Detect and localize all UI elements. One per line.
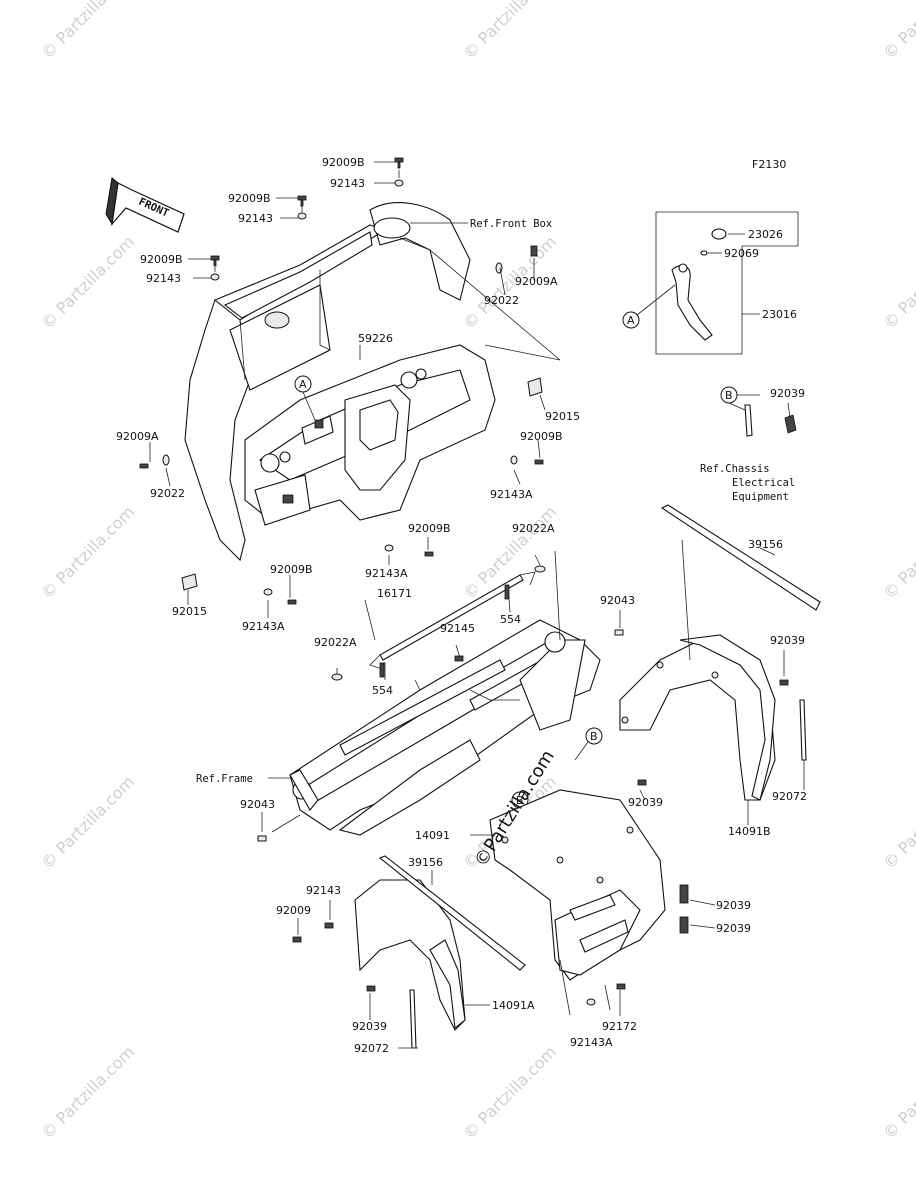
part-label: 92072 — [354, 1042, 389, 1055]
callout-a-detail-marker — [622, 311, 640, 329]
part-label: 92009 — [276, 904, 311, 917]
pipe-16171 — [261, 554, 624, 832]
part-label: 92143 — [330, 177, 365, 190]
figure-code: F2130 — [752, 158, 786, 171]
part-label: 92009A — [515, 275, 558, 288]
callout-b-guard-marker — [585, 727, 603, 745]
part-label: 59226 — [358, 332, 393, 345]
part-label: 92143A — [570, 1036, 613, 1049]
part-label: 92009A — [116, 430, 159, 443]
ref-chassis-equipment: Equipment — [732, 491, 789, 503]
watermark: © Partzilla.com — [879, 772, 916, 873]
part-label: 92009B — [270, 563, 313, 576]
part-label: 92009B — [322, 156, 365, 169]
watermark: © Partzilla.com — [37, 232, 138, 333]
part-label: 554 — [500, 613, 521, 626]
part-label: 92143A — [242, 620, 285, 633]
part-label: 16171 — [377, 587, 412, 600]
callout-b-label: B — [725, 389, 733, 402]
frame-drawing — [257, 550, 601, 842]
part-label: 554 — [372, 684, 393, 697]
callout-a-label: A — [299, 378, 307, 391]
watermark: © Partzilla.com — [459, 0, 560, 63]
callout-b-guard-label: B — [590, 730, 598, 743]
watermark: © Partzilla.com — [879, 1042, 916, 1143]
watermark: © Partzilla.com — [37, 1042, 138, 1143]
part-label: 92022A — [314, 636, 357, 649]
leader-lines-upper — [149, 161, 546, 618]
ref-chassis: Ref.Chassis — [700, 463, 770, 475]
watermark: © Partzilla.com — [879, 502, 916, 603]
part-label: 92009B — [228, 192, 271, 205]
part-label: 92145 — [440, 622, 475, 635]
part-label: 92009B — [140, 253, 183, 266]
detail-b — [720, 386, 797, 437]
part-label: 92015 — [172, 605, 207, 618]
ref-front-box: Ref.Front Box — [470, 218, 552, 230]
watermark: © Partzilla.com — [37, 772, 138, 873]
part-labels: 92009B 92143 92009B 92143 92009B 92143 9… — [116, 156, 807, 1055]
part-label: 92143 — [146, 272, 181, 285]
callout-b-frame-label: B — [516, 794, 524, 807]
part-label: 92143 — [306, 884, 341, 897]
skid-14091 — [470, 779, 716, 1016]
part-label: 92143 — [238, 212, 273, 225]
part-label: 39156 — [748, 538, 783, 551]
ref-chassis-electrical: Electrical — [732, 477, 795, 489]
watermark: © Partzilla.com — [879, 232, 916, 333]
part-label: 92009B — [408, 522, 451, 535]
part-label: 39156 — [408, 856, 443, 869]
part-label: 92022A — [512, 522, 555, 535]
watermarks: © Partzilla.com © Partzilla.com © Partzi… — [37, 0, 916, 1143]
part-label: 92039 — [770, 387, 805, 400]
part-label: 92043 — [600, 594, 635, 607]
fender-14091b — [619, 539, 807, 825]
part-label: 92143A — [490, 488, 533, 501]
watermark: © Partzilla.com — [459, 1042, 560, 1143]
part-label: 92039 — [716, 922, 751, 935]
part-label: 92039 — [352, 1020, 387, 1033]
part-label: 92022 — [484, 294, 519, 307]
part-label: 92015 — [545, 410, 580, 423]
detail-a-box — [636, 211, 799, 355]
part-label: 23016 — [762, 308, 797, 321]
front-arrow-icon: FRONT — [105, 177, 185, 233]
part-label: 23026 — [748, 228, 783, 241]
part-label: 92072 — [772, 790, 807, 803]
ref-frame: Ref.Frame — [196, 773, 253, 785]
part-label: 92069 — [724, 247, 759, 260]
fender-14091a — [292, 855, 526, 1049]
part-label: 92172 — [602, 1020, 637, 1033]
watermark: © Partzilla.com — [879, 0, 916, 63]
strip-39156-upper — [660, 504, 821, 611]
part-label: 92022 — [150, 487, 185, 500]
part-label: 92009B — [520, 430, 563, 443]
watermark: © Partzilla.com — [37, 502, 138, 603]
part-label: 92143A — [365, 567, 408, 580]
part-label: 92039 — [628, 796, 663, 809]
part-label: 92039 — [716, 899, 751, 912]
part-label: 14091A — [492, 999, 535, 1012]
watermark: © Partzilla.com — [37, 0, 138, 63]
dashboard-panel-drawing — [184, 202, 561, 562]
callout-a-detail-label: A — [627, 314, 635, 327]
part-label: 14091B — [728, 825, 771, 838]
part-label: 14091 — [415, 829, 450, 842]
part-label: 92039 — [770, 634, 805, 647]
part-label: 92043 — [240, 798, 275, 811]
